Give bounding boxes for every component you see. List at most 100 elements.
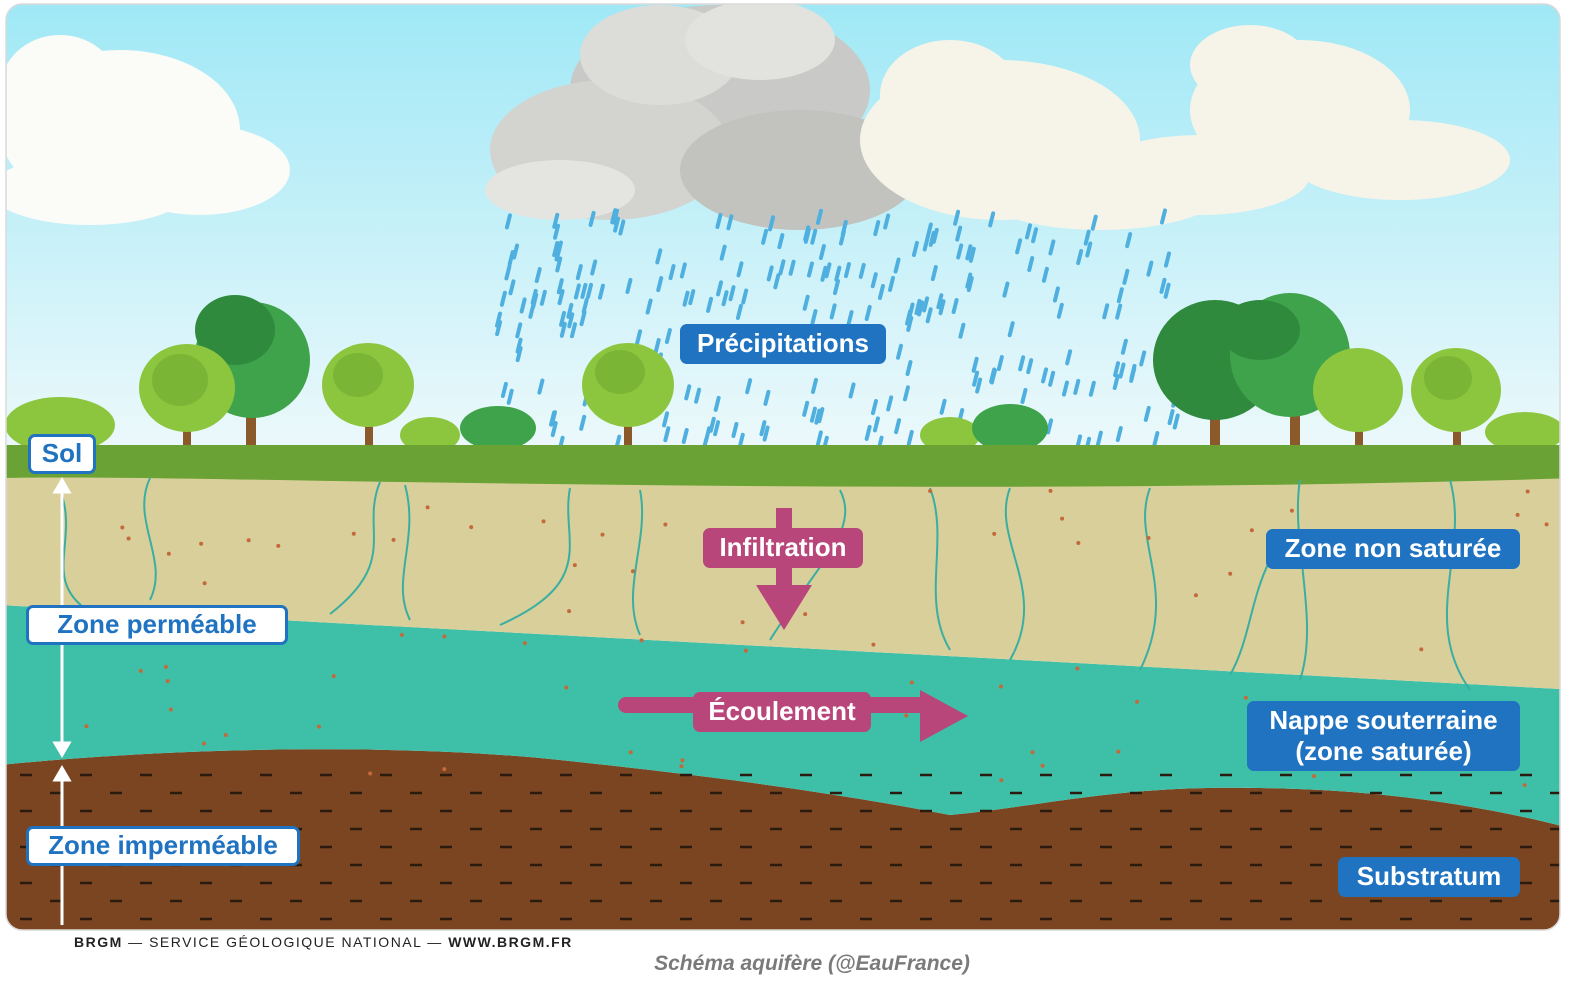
label-sol: Sol: [28, 434, 96, 474]
rain-drop: [555, 256, 563, 273]
soil-dot: [909, 680, 914, 685]
rain-drop: [870, 399, 878, 416]
rain-drop: [575, 264, 583, 281]
rain-drop: [499, 290, 507, 307]
soil-dot: [1040, 763, 1045, 768]
soil-dot: [1544, 522, 1549, 527]
rain-drop: [1031, 227, 1039, 244]
rain-drop: [506, 388, 514, 405]
rain-drop: [580, 282, 588, 299]
rain-drop: [1020, 387, 1028, 404]
grass-layer: [6, 445, 1560, 487]
rain-drop: [966, 276, 974, 293]
rain-drop: [958, 322, 966, 339]
rain-drop: [721, 290, 729, 307]
rain-drop: [508, 279, 516, 296]
rain-drop: [1026, 358, 1034, 375]
soil-dot: [567, 609, 572, 614]
rain-drop: [858, 262, 866, 279]
soil-dot: [399, 632, 404, 637]
rain-drop: [1120, 338, 1128, 355]
rain-drop: [988, 211, 996, 228]
soil-dot: [316, 724, 321, 729]
rain-drop: [731, 421, 739, 438]
rain-drop: [936, 293, 944, 310]
rain-drop: [552, 212, 560, 229]
rain-drop: [537, 378, 545, 395]
rain-drop: [1065, 349, 1073, 366]
rain-drop: [810, 228, 818, 245]
soil-dot: [999, 778, 1004, 783]
soil-dot: [138, 668, 143, 673]
label-precipitations: Précipitations: [680, 324, 886, 364]
rain-drop: [613, 216, 621, 233]
soil-dot: [1135, 699, 1140, 704]
substratum-layer: [6, 749, 1560, 930]
rain-drop: [925, 222, 933, 239]
rain-drop: [728, 285, 736, 302]
footer-separator-2: —: [421, 934, 449, 950]
soil-dot: [1116, 749, 1121, 754]
soil-dot: [469, 525, 474, 530]
rain-drop: [814, 408, 822, 425]
soil-dot: [120, 525, 125, 530]
footer-website: WWW.BRGM.FR: [448, 934, 573, 950]
rain-drop: [1018, 355, 1026, 372]
soil-dot: [1312, 774, 1317, 779]
rain-drop: [553, 223, 561, 240]
rain-drop: [1052, 286, 1060, 303]
rain-drop: [556, 278, 564, 295]
rain-drop: [1113, 361, 1121, 378]
label-nappe-souterraine: Nappe souterraine (zone saturée): [1247, 701, 1520, 771]
soil-dot: [639, 638, 644, 643]
rain-drop: [917, 300, 925, 317]
rain-drop: [773, 273, 781, 290]
rain-drop: [741, 288, 749, 305]
rain-drop: [846, 310, 854, 327]
rain-drop: [1172, 413, 1180, 430]
soil-dot: [663, 522, 668, 527]
rain-drop: [872, 416, 880, 433]
rain-drop: [951, 298, 959, 315]
rain-drop: [802, 294, 810, 311]
soil-dot: [803, 612, 808, 617]
rain-drop: [726, 214, 734, 231]
soil-dot: [1515, 512, 1520, 517]
soil-dot: [166, 551, 171, 556]
soil-dot: [904, 713, 909, 718]
rain-drop: [972, 370, 980, 387]
rain-drop: [893, 257, 901, 274]
rain-drop: [736, 261, 744, 278]
soil-dot: [1289, 508, 1294, 513]
rain-drop: [1015, 238, 1023, 255]
soil-dot: [1146, 536, 1151, 541]
rain-drop: [1095, 430, 1103, 447]
rain-drop: [1116, 287, 1124, 304]
rain-drop: [968, 246, 976, 263]
soil-dot: [998, 684, 1003, 689]
rain-drop: [1102, 303, 1110, 320]
rain-drop: [715, 212, 723, 229]
rain-drop: [1048, 239, 1056, 256]
label-infiltration: Infiltration: [703, 528, 863, 568]
soil-dot: [992, 531, 997, 536]
rain-drop: [515, 337, 523, 354]
soil-dot: [84, 724, 89, 729]
rain-drop: [1027, 256, 1035, 273]
rain-drop: [848, 382, 856, 399]
rain-drop: [579, 310, 587, 327]
soil-dot: [126, 536, 131, 541]
rain-drop: [679, 262, 687, 279]
soil-dot: [1048, 488, 1053, 493]
label-zone-impermeable: Zone imperméable: [26, 826, 300, 866]
rain-drop: [588, 210, 596, 227]
label-zone-non-saturee: Zone non saturée: [1266, 529, 1520, 569]
rain-drop: [1085, 241, 1093, 258]
rain-drop: [1115, 303, 1123, 320]
rain-drop: [597, 283, 605, 300]
soil-dot: [163, 664, 168, 669]
soil-dot: [541, 519, 546, 524]
rain-drop: [965, 272, 973, 289]
rain-drop: [539, 289, 547, 306]
